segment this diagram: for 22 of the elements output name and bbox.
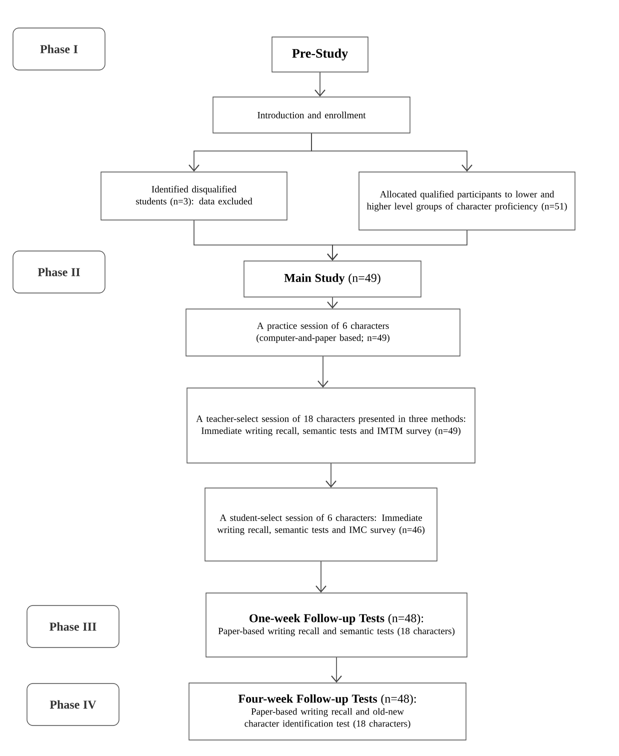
arrow	[311, 132, 472, 172]
arrow	[314, 72, 326, 97]
arrow	[327, 296, 338, 309]
arrow	[318, 356, 328, 388]
phase-label-box: Phase II	[12, 250, 106, 294]
stage-box: Pre-Study	[272, 36, 368, 72]
process-box: One-week Follow-up Tests (n=48): Paper-based writing recall and semantic tests (18 characters)	[206, 592, 468, 658]
arrow	[326, 462, 336, 488]
phase-label-box: Phase III	[26, 605, 120, 648]
process-box: A practice session of 6 characters (computer-and-paper based; n=49)	[186, 308, 460, 356]
arrow	[331, 656, 342, 683]
process-box: Four-week Follow-up Tests (n=48): Paper-based writing recall and old-new character identification test (18 characters)	[188, 682, 466, 740]
arrow	[316, 560, 326, 593]
process-box: Introduction and enrollment	[212, 96, 410, 134]
process-box: Identified disqualified students (n=3): data excluded	[100, 172, 288, 220]
process-box: Main Study (n=49)	[244, 260, 422, 298]
process-box: A teacher-select session of 18 characters presented in three methods: Immediate writing recall, semantic tests and IMTM survey (n=49)	[186, 388, 476, 464]
process-box: Allocated qualified participants to lower and higher level groups of character proficiency (n=51)	[358, 172, 576, 230]
process-box: A student-select session of 6 characters: Immediate writing recall, semantic tests and IMC survey (n=46)	[204, 488, 438, 562]
phase-label-box: Phase I	[12, 28, 106, 70]
arrow	[327, 230, 468, 261]
phase-label-box: Phase IV	[26, 683, 120, 726]
